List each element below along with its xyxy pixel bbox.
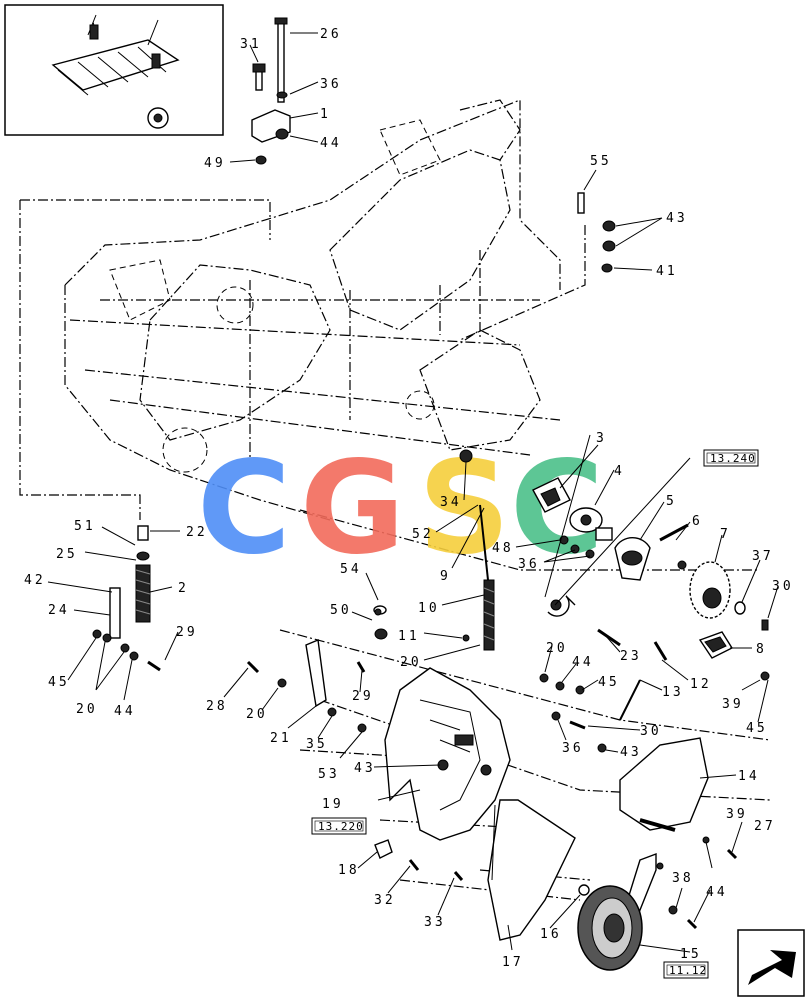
callout-34: 34 <box>440 495 462 510</box>
center-spring-assembly <box>373 449 495 651</box>
callout-5: 5 <box>666 494 677 509</box>
callout-50: 50 <box>330 603 352 618</box>
callout-48: 48 <box>492 541 514 556</box>
callout-44d: 44 <box>706 885 728 900</box>
callout-51: 51 <box>74 519 96 534</box>
cover <box>487 799 590 941</box>
callout-30: 30 <box>772 579 794 594</box>
callout-35: 35 <box>306 737 328 752</box>
callout-20d: 20 <box>246 707 268 722</box>
ref-11-12-label: 11.12 <box>669 964 707 977</box>
callout-43b: 43 <box>354 761 376 776</box>
callout-44c: 44 <box>572 655 594 670</box>
callout-44b: 44 <box>114 704 136 719</box>
callout-10: 10 <box>418 601 440 616</box>
callout-15: 15 <box>680 947 702 962</box>
callout-44: 44 <box>320 136 342 151</box>
callout-14: 14 <box>738 769 760 784</box>
callout-20c: 20 <box>546 641 568 656</box>
callout-12: 12 <box>690 677 712 692</box>
callout-24: 24 <box>48 603 70 618</box>
leader-lines <box>47 32 779 953</box>
callout-6: 6 <box>692 514 703 529</box>
watermark-c1: C <box>197 434 291 583</box>
callout-17: 17 <box>502 955 524 970</box>
callout-36b: 36 <box>518 557 540 572</box>
callout-45c: 45 <box>746 721 768 736</box>
callout-43: 43 <box>666 211 688 226</box>
callout-3: 3 <box>596 431 607 446</box>
drive-components <box>532 477 770 753</box>
reference-11-12[interactable]: 11.12 <box>663 961 709 979</box>
main-bracket <box>374 667 511 881</box>
gauge-wheel <box>577 852 698 971</box>
callout-52: 52 <box>412 527 434 542</box>
callout-41: 41 <box>656 264 678 279</box>
callout-36c: 36 <box>562 741 584 756</box>
callout-2: 2 <box>178 581 189 596</box>
callout-43c: 43 <box>620 745 642 760</box>
callout-21: 21 <box>270 731 292 746</box>
callout-1: 1 <box>320 107 331 122</box>
callout-19: 19 <box>322 797 344 812</box>
callout-33: 33 <box>424 915 446 930</box>
callout-31: 31 <box>240 37 262 52</box>
shield <box>619 737 738 860</box>
callout-labels: 26 31 36 1 44 49 55 43 41 3 4 5 6 7 37 3… <box>24 27 794 970</box>
left-small-hardware <box>246 608 382 733</box>
callout-20b: 20 <box>400 655 422 670</box>
reference-13-240[interactable]: 13.240 <box>703 449 759 467</box>
watermark-g: G <box>300 434 405 583</box>
left-spring-assembly <box>92 525 161 672</box>
callout-26: 26 <box>320 27 342 42</box>
reference-13-220[interactable]: 13.220 <box>311 817 367 835</box>
callout-32: 32 <box>374 893 396 908</box>
callout-29: 29 <box>176 625 198 640</box>
callout-27: 27 <box>754 819 776 834</box>
callout-20: 20 <box>76 702 98 717</box>
callout-23: 23 <box>620 649 642 664</box>
callout-16: 16 <box>540 927 562 942</box>
callout-18: 18 <box>338 863 360 878</box>
callout-7: 7 <box>720 527 731 542</box>
callout-39b: 39 <box>726 807 748 822</box>
callout-9: 9 <box>440 569 451 584</box>
callout-54: 54 <box>340 562 362 577</box>
right-top-hardware <box>577 192 616 273</box>
callout-37: 37 <box>752 549 774 564</box>
callout-30b: 30 <box>640 724 662 739</box>
callout-45b: 45 <box>598 675 620 690</box>
next-page-arrow-icon[interactable] <box>737 929 805 997</box>
callout-39: 39 <box>722 697 744 712</box>
top-hardware <box>251 17 291 165</box>
callout-11: 11 <box>398 629 420 644</box>
callout-38: 38 <box>672 871 694 886</box>
callout-55: 55 <box>590 154 612 169</box>
callout-53: 53 <box>318 767 340 782</box>
callout-29b: 29 <box>352 689 374 704</box>
callout-49: 49 <box>204 156 226 171</box>
ref-13-220-label: 13.220 <box>318 820 364 833</box>
callout-13: 13 <box>662 685 684 700</box>
callout-42: 42 <box>24 573 46 588</box>
callout-8: 8 <box>756 642 767 657</box>
inset-thumbnail <box>4 4 224 136</box>
callout-25: 25 <box>56 547 78 562</box>
callout-45: 45 <box>48 675 70 690</box>
callout-4: 4 <box>614 464 625 479</box>
ref-13-240-label: 13.240 <box>710 452 756 465</box>
callout-36: 36 <box>320 77 342 92</box>
callout-22: 22 <box>186 525 208 540</box>
callout-28: 28 <box>206 699 228 714</box>
watermark: C G S C <box>197 434 604 583</box>
